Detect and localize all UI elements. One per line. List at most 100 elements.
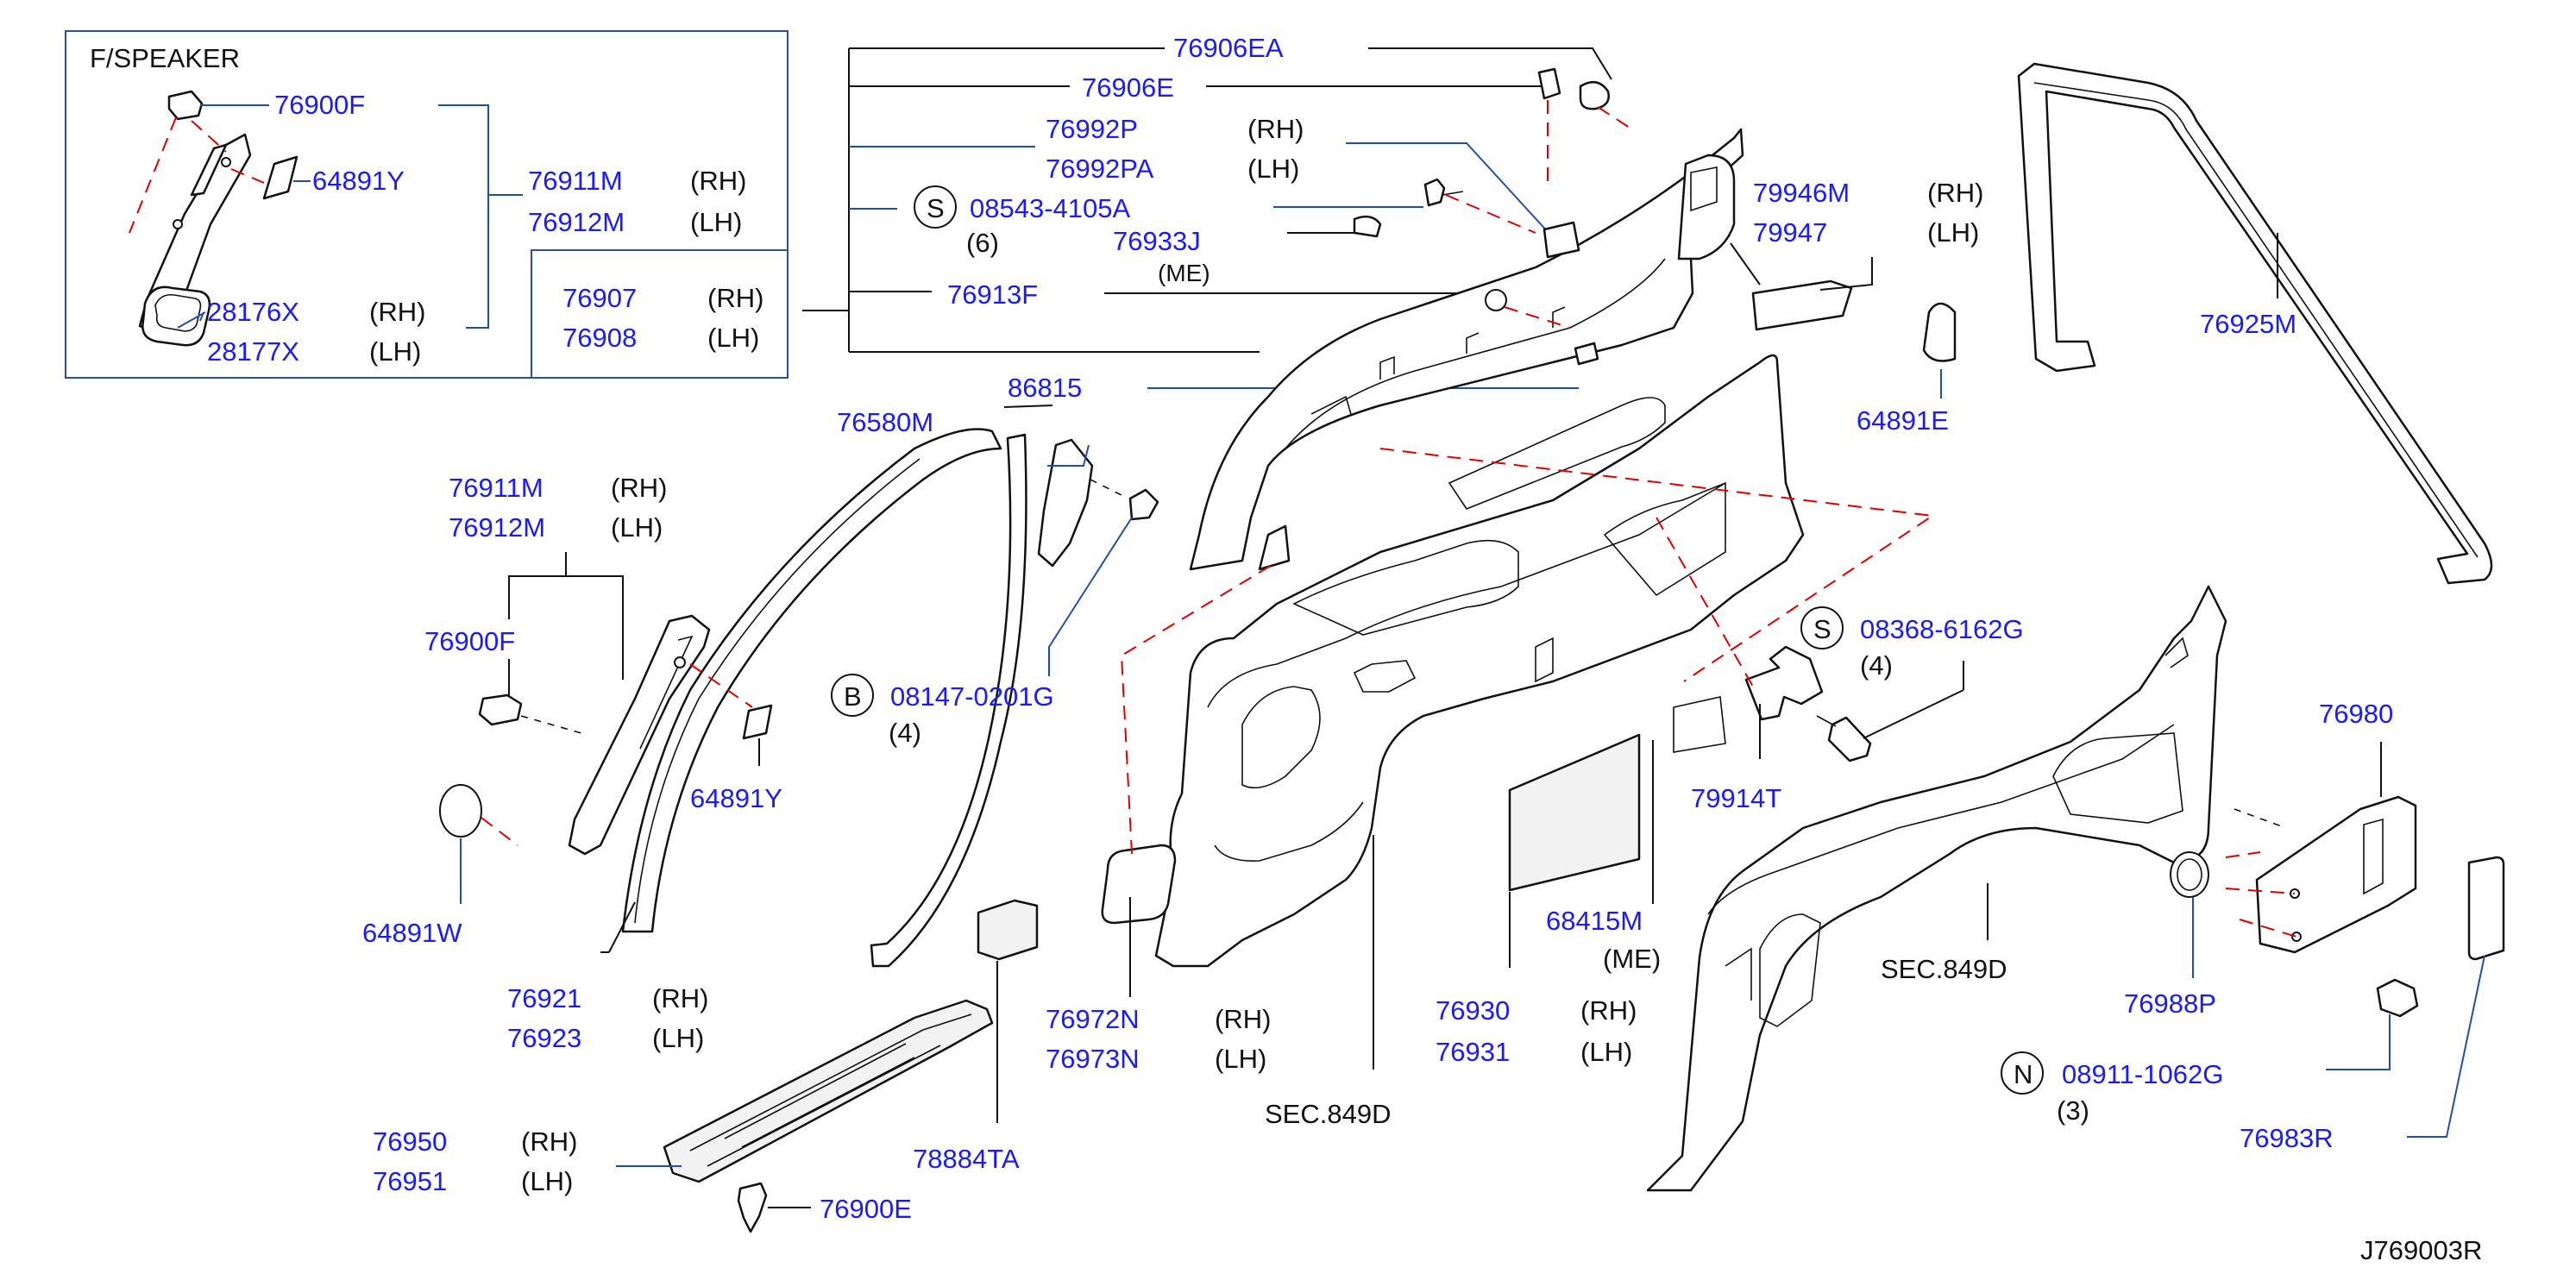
part-76951: 76951	[373, 1166, 447, 1196]
part-08368-6162g: 08368-6162G	[1860, 614, 2024, 644]
part-08147-0201g-qty: (4)	[889, 718, 921, 748]
sec-849d-right: SEC.849D	[1881, 954, 2007, 984]
part-79947: 79947	[1753, 217, 1827, 248]
inset-76912m-side: (LH)	[690, 207, 742, 237]
part-76992pa: 76992PA	[1046, 154, 1154, 184]
part-76950: 76950	[373, 1126, 447, 1157]
part-76972n: 76972N	[1046, 1004, 1140, 1034]
part-08543-4105a-qty: (6)	[966, 228, 999, 258]
plate-76983r	[2467, 856, 2505, 961]
pad-68415m-shape	[1508, 733, 1641, 892]
part-76931: 76931	[1436, 1037, 1510, 1067]
part-76923: 76923	[507, 1023, 581, 1053]
part-76980: 76980	[2319, 699, 2393, 729]
part-76931-side: (LH)	[1580, 1037, 1632, 1067]
part-86815: 86815	[1008, 373, 1082, 403]
cap-64891e	[1922, 302, 1957, 362]
inset-part-28177x: 28177X	[207, 336, 299, 367]
part-64891w: 64891W	[362, 918, 462, 948]
speaker-frame-part	[141, 285, 211, 347]
part-76930: 76930	[1436, 995, 1510, 1026]
part-76921-side: (RH)	[652, 983, 708, 1013]
rear-lower-trim-part: SEC.849D 76980 76988P N 08911-1062G (3) …	[1646, 585, 2505, 1192]
lower-quarter-trim-part	[1037, 354, 1964, 968]
part-76973n: 76973N	[1046, 1044, 1140, 1074]
part-79946m-shape	[1751, 279, 1853, 331]
cover-76972n-shape	[1101, 844, 1177, 925]
part-64891e: 64891E	[1857, 405, 1949, 436]
part-78884ta: 78884TA	[913, 1144, 1020, 1174]
part-76912m-b: 76912M	[449, 512, 545, 543]
bracket-76580m-shape	[1037, 438, 1094, 568]
clip-76900f	[478, 693, 523, 726]
symbol-b: B	[844, 681, 862, 712]
inset-part-28176x: 28176X	[207, 297, 299, 327]
part-76923-side: (LH)	[652, 1023, 704, 1053]
part-76921: 76921	[507, 983, 581, 1013]
kick-plate-76950	[663, 999, 994, 1183]
part-76908: 76908	[562, 323, 637, 353]
part-76992pa-side: (LH)	[1247, 154, 1299, 184]
clip-79914t-shape	[1744, 645, 1824, 721]
part-79914t: 79914T	[1691, 783, 1781, 813]
inset-76911m-side: (RH)	[690, 166, 746, 196]
part-76951-side: (LH)	[521, 1166, 573, 1196]
part-76973n-side: (LH)	[1215, 1044, 1266, 1074]
clip-part	[167, 90, 204, 121]
part-08911-1062g-qty: (3)	[2057, 1095, 2089, 1126]
part-08911-1062g: 08911-1062G	[2062, 1059, 2223, 1089]
part-76907: 76907	[562, 283, 637, 313]
part-76992p: 76992P	[1046, 114, 1138, 144]
part-76906ea: 76906EA	[1173, 33, 1284, 63]
part-76900e: 76900E	[820, 1194, 912, 1224]
sec-849d-left: SEC.849D	[1265, 1099, 1391, 1129]
part-76900f-b: 76900F	[424, 626, 515, 656]
part-76911m-b-side: (RH)	[611, 473, 667, 503]
part-76913f: 76913F	[947, 279, 1038, 310]
trim-76980-shape	[2255, 795, 2417, 954]
inset-28176x-side: (RH)	[369, 297, 425, 327]
part-76950-side: (RH)	[521, 1126, 577, 1157]
screw-08543-4105a	[1423, 178, 1446, 207]
part-08368-6162g-qty: (4)	[1860, 650, 1893, 681]
diagram-id: J769003R	[2360, 1235, 2482, 1265]
pad-78884ta	[977, 899, 1039, 961]
inset-part-76900f: 76900F	[274, 90, 365, 120]
part-76992p-side: (RH)	[1247, 114, 1304, 144]
top-callouts: 76906EA 76906E 76992P (RH) 76992PA (LH) …	[562, 33, 1612, 403]
part-76580m: 76580M	[837, 407, 933, 437]
part-76983r: 76983R	[2240, 1123, 2334, 1153]
part-76930-side: (RH)	[1580, 995, 1637, 1026]
bolt-08368-6162g-shape	[1827, 716, 1872, 762]
left-callouts: 76580M 76911M (RH) 76912M (LH) 76900F 64…	[362, 405, 1133, 1053]
part-08147-0201g: 08147-0201G	[890, 681, 1054, 712]
clip-76900e	[737, 1182, 768, 1233]
nut-08911-1062g	[2376, 978, 2419, 1018]
part-76908-side: (LH)	[707, 323, 759, 353]
part-76972n-side: (RH)	[1215, 1004, 1271, 1034]
symbol-s-1: S	[927, 193, 945, 223]
upper-rear-trim-part	[1189, 67, 1873, 571]
part-79946m-side: (RH)	[1927, 178, 1983, 208]
inset-title: F/SPEAKER	[90, 43, 240, 73]
symbol-s-2: S	[1813, 614, 1831, 644]
part-79946m: 79946M	[1753, 178, 1850, 208]
part-08543-4105a: 08543-4105A	[970, 193, 1130, 223]
cap-76988p	[2170, 851, 2209, 898]
inset-part-64891y: 64891Y	[312, 166, 405, 196]
part-76925m: 76925M	[2200, 309, 2296, 339]
part-64891y-b: 64891Y	[690, 783, 782, 813]
inset-f-speaker: F/SPEAKER 76900F 64891Y 76911M (RH) 7691…	[65, 30, 789, 379]
symbol-n: N	[2014, 1059, 2033, 1089]
bottom-callouts: 76950 (RH) 76951 (LH) 76900E 78884TA 769…	[373, 835, 1661, 1233]
part-76988p: 76988P	[2124, 988, 2216, 1019]
part-76907-side: (RH)	[707, 283, 763, 313]
part-68415m-variant: (ME)	[1603, 944, 1661, 974]
mid-callouts: S 08368-6162G (4) 79914T	[1691, 606, 2024, 813]
inset-28177x-side: (LH)	[369, 336, 421, 367]
patch-64891y	[742, 704, 773, 740]
part-76933j-variant: (ME)	[1158, 260, 1210, 286]
speaker-cover-part	[262, 155, 298, 200]
part-68415m: 68415M	[1546, 906, 1643, 936]
